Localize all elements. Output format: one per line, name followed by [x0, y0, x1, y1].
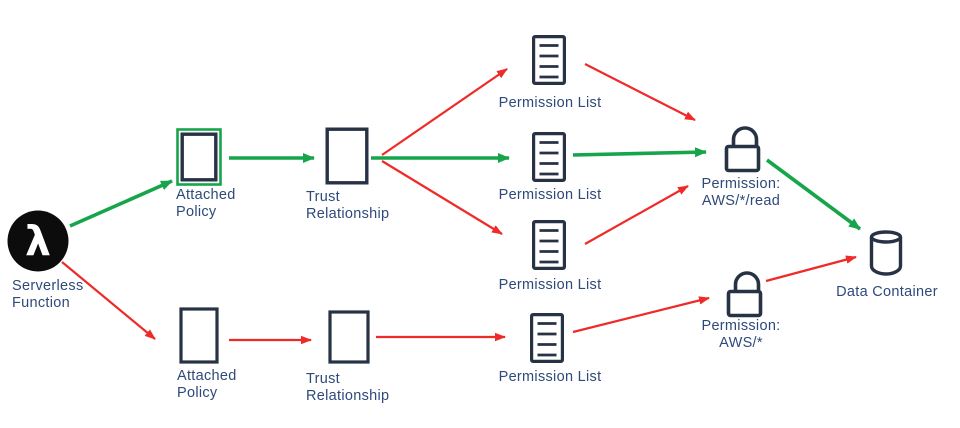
- trust-rect-icon: [325, 127, 369, 185]
- label-permission-list-3: Permission List: [498, 277, 602, 293]
- list-document-icon: [531, 34, 566, 85]
- label-permission-list-2: Permission List: [498, 187, 602, 203]
- edge-permission-list-4-to-permission-all: [572, 296, 710, 334]
- lock-icon: [726, 271, 763, 318]
- edge-serverless-to-attached-policy-top: [69, 179, 173, 228]
- label-data-container: Data Container: [836, 284, 938, 300]
- edge-serverless-to-attached-policy-bottom: [61, 261, 156, 340]
- edge-trust-relationship-top-to-permission-list-1: [381, 68, 508, 156]
- label-permission-all: Permission: AWS/*: [701, 318, 781, 351]
- edge-permission-read-to-data-container: [765, 158, 862, 231]
- label-permission-list-4: Permission List: [498, 369, 602, 385]
- policy-rect-icon-green-outline: [176, 128, 222, 186]
- label-permission-list-1: Permission List: [498, 95, 602, 111]
- edge-permission-list-1-to-permission-read: [584, 63, 696, 121]
- edge-permission-list-3-to-permission-read: [584, 185, 689, 245]
- lock-icon: [724, 126, 761, 173]
- trust-rect-icon: [328, 310, 370, 364]
- edge-permission-all-to-data-container: [765, 255, 857, 283]
- database-cylinder-icon: [869, 230, 903, 276]
- list-document-icon: [531, 131, 566, 182]
- list-document-icon: [529, 312, 564, 363]
- label-attached-policy-top: Attached Policy: [176, 187, 236, 220]
- label-trust-relationship-bottom: Trust Relationship: [306, 371, 390, 404]
- label-attached-policy-bottom: Attached Policy: [177, 368, 237, 401]
- policy-rect-icon: [179, 307, 219, 364]
- list-document-icon: [531, 219, 566, 270]
- label-permission-read: Permission: AWS/*/read: [701, 176, 781, 209]
- label-serverless-function: Serverless Function: [12, 278, 84, 311]
- svg-text:λ: λ: [25, 217, 51, 265]
- edge-permission-list-2-to-permission-read: [572, 147, 707, 158]
- lambda-icon: λ: [7, 210, 69, 272]
- label-trust-relationship-top: Trust Relationship: [306, 189, 390, 222]
- edge-trust-relationship-top-to-permission-list-3: [381, 160, 503, 235]
